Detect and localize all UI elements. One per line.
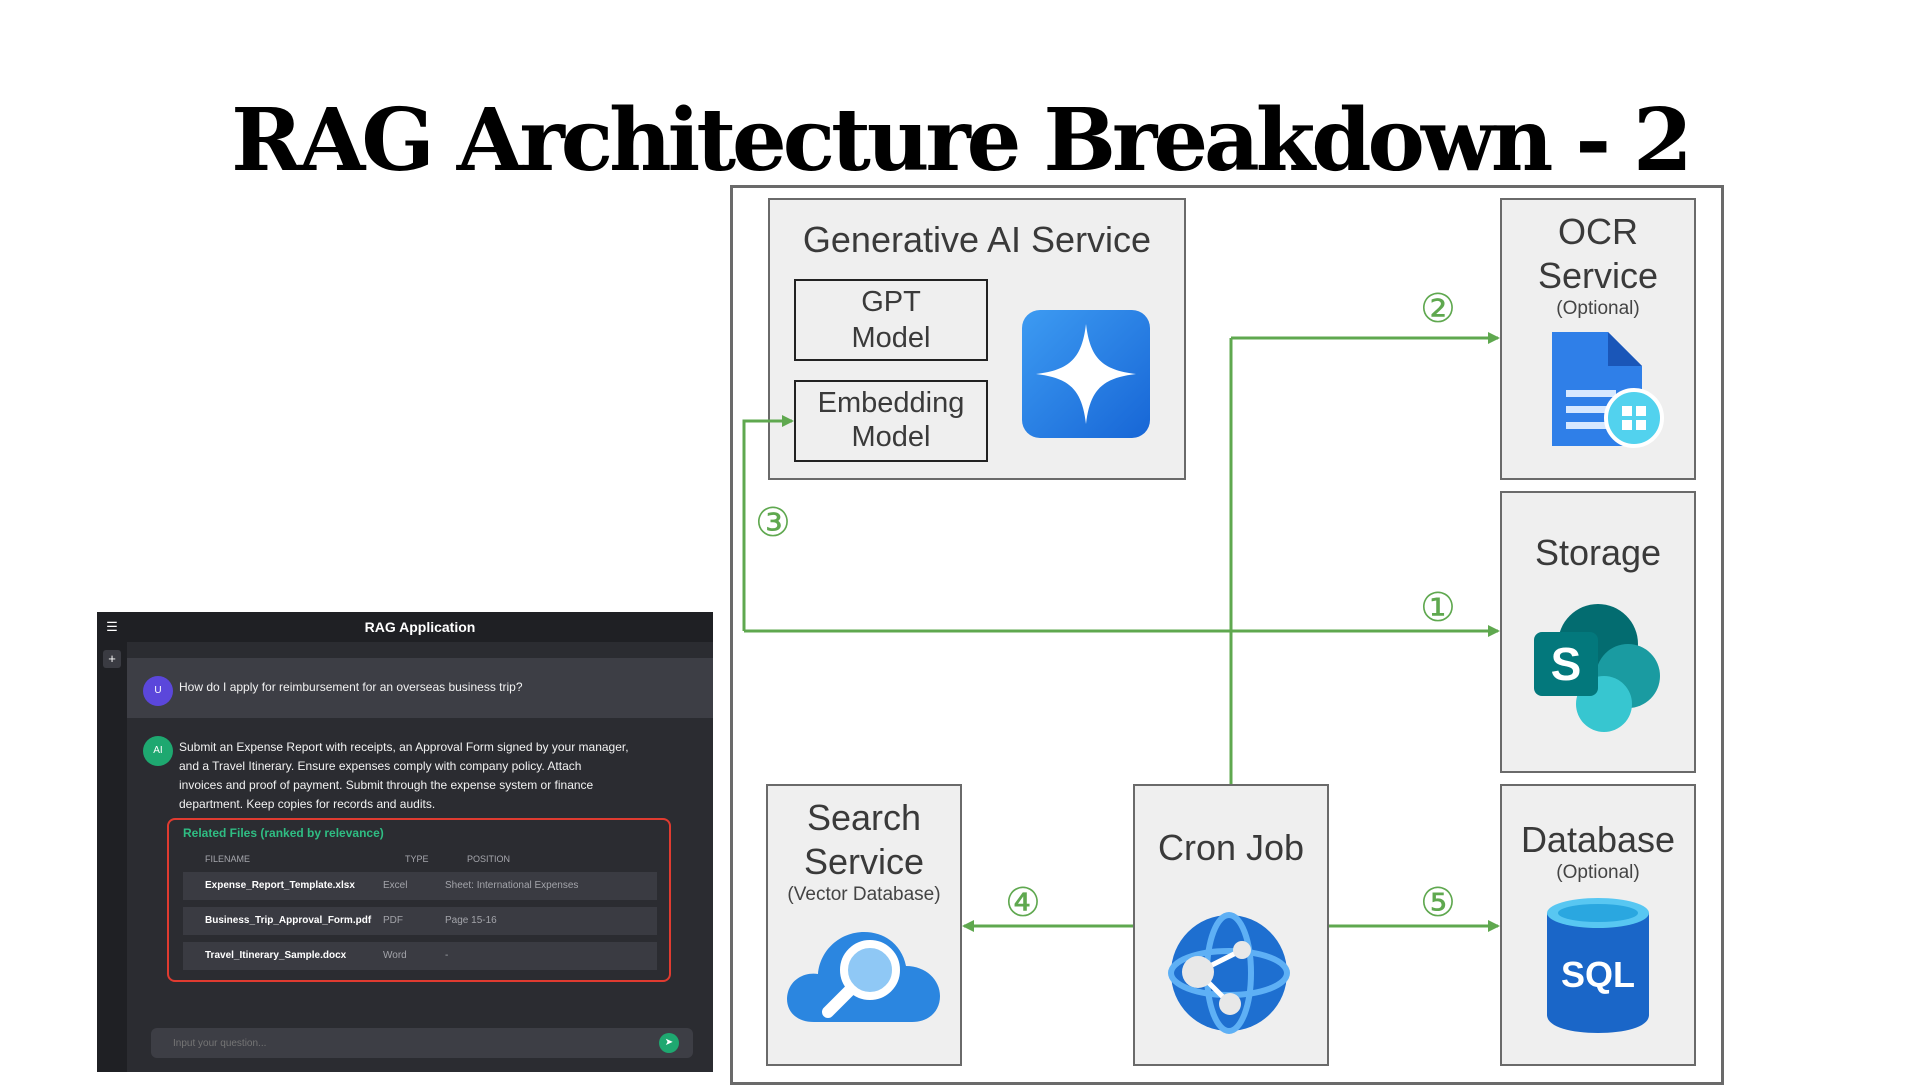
genai-title: Generative AI Service	[802, 219, 1152, 260]
ai-answer-line: and a Travel Itinerary. Ensure expenses …	[179, 759, 582, 773]
file-type: Excel	[383, 880, 408, 891]
storage-title: Storage	[1534, 532, 1662, 573]
svg-text:S: S	[1551, 638, 1582, 690]
file-type: Word	[383, 950, 407, 961]
slide-title: RAG Architecture Breakdown - 2	[231, 90, 1693, 191]
embedding-model-box: Embedding Model	[794, 380, 988, 462]
step-5-label: ⑤	[1420, 880, 1456, 926]
question-input[interactable]	[173, 1036, 613, 1050]
column-type: TYPE	[405, 854, 429, 864]
send-icon[interactable]: ➤	[659, 1033, 679, 1053]
cloud-search-icon	[787, 932, 940, 1022]
file-position: Sheet: International Expenses	[445, 880, 579, 891]
gpt-label: Model	[851, 322, 931, 354]
column-position: POSITION	[467, 854, 511, 864]
file-name[interactable]: Business_Trip_Approval_Form.pdf	[205, 915, 372, 926]
hamburger-icon[interactable]: ☰	[106, 619, 118, 634]
app-title: RAG Application	[127, 612, 713, 642]
search-subtitle: (Vector Database)	[787, 884, 941, 905]
app-sidebar-rail: ☰ +	[97, 612, 127, 1072]
embedding-label: Embedding	[817, 387, 965, 419]
gemini-sparkle-icon	[1022, 310, 1150, 438]
related-files-title: Related Files (ranked by relevance)	[183, 826, 384, 840]
file-name[interactable]: Expense_Report_Template.xlsx	[205, 880, 355, 891]
sql-icon-label: SQL	[1561, 954, 1635, 995]
file-row[interactable]: Business_Trip_Approval_Form.pdf PDF Page…	[183, 907, 657, 935]
plus-icon[interactable]: +	[103, 650, 121, 668]
file-name[interactable]: Travel_Itinerary_Sample.docx	[205, 950, 347, 961]
search-service-box: Search Service (Vector Database)	[766, 784, 962, 1066]
file-row[interactable]: Expense_Report_Template.xlsx Excel Sheet…	[183, 872, 657, 900]
sql-database-icon: SQL	[1547, 898, 1649, 1033]
document-intelligence-icon	[1552, 332, 1664, 448]
cron-title: Cron Job	[1157, 827, 1305, 868]
file-position: -	[445, 950, 449, 961]
ai-answer-line: Submit an Expense Report with receipts, …	[179, 740, 629, 754]
ai-answer-line: department. Keep copies for records and …	[179, 797, 436, 811]
ocr-subtitle: (Optional)	[1556, 298, 1640, 319]
file-position: Page 15-16	[445, 915, 497, 926]
rag-app-window: ☰ + RAG Application U How do I apply for…	[97, 612, 713, 1072]
globe-network-icon	[1168, 912, 1290, 1034]
ai-message: AI Submit an Expense Report with receipt…	[127, 718, 713, 986]
sharepoint-icon: S	[1534, 604, 1660, 732]
related-files-panel: Related Files (ranked by relevance) FILE…	[167, 818, 671, 982]
database-subtitle: (Optional)	[1556, 862, 1640, 883]
file-row[interactable]: Travel_Itinerary_Sample.docx Word -	[183, 942, 657, 970]
step-1-label: ①	[1420, 585, 1456, 631]
question-input-bar: ➤	[151, 1028, 693, 1058]
gpt-model-box: GPT Model	[794, 279, 988, 361]
ocr-title: OCR	[1558, 211, 1638, 252]
user-message: U How do I apply for reimbursement for a…	[127, 658, 713, 718]
gpt-label: GPT	[861, 286, 921, 318]
ai-answer-line: invoices and proof of payment. Submit th…	[179, 778, 594, 792]
user-avatar: U	[143, 676, 173, 706]
file-type: PDF	[383, 915, 403, 926]
step-4-label: ④	[1005, 880, 1041, 926]
column-filename: FILENAME	[205, 854, 251, 864]
ai-answer: Submit an Expense Report with receipts, …	[179, 738, 647, 814]
ai-avatar: AI	[143, 736, 173, 766]
embedding-label: Model	[851, 421, 931, 453]
arrow-step-3	[742, 415, 794, 631]
search-title: Service	[803, 841, 925, 882]
ocr-title: Service	[1537, 255, 1659, 296]
database-title: Database	[1520, 819, 1676, 860]
step-3-label: ③	[755, 500, 791, 546]
step-2-label: ②	[1420, 286, 1456, 332]
search-title: Search	[806, 797, 922, 838]
user-question: How do I apply for reimbursement for an …	[179, 680, 523, 694]
